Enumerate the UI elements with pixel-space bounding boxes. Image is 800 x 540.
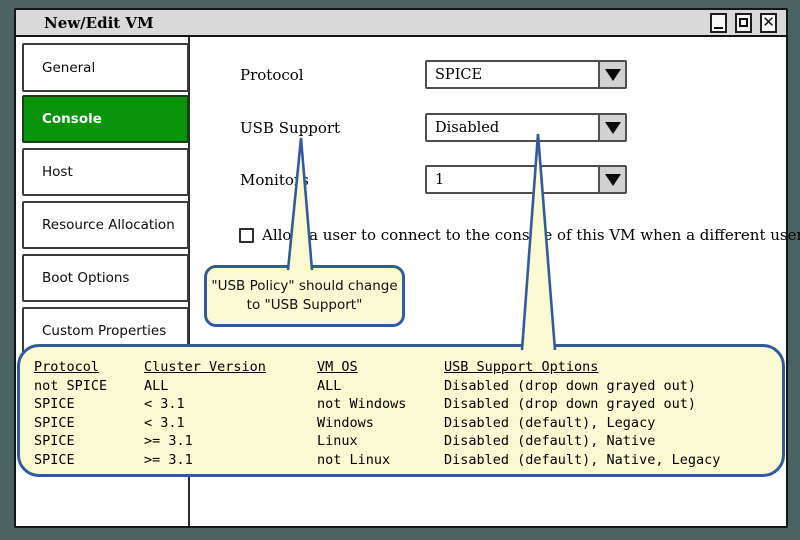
sidebar-divider — [188, 37, 190, 526]
column-header: USB Support Options — [444, 359, 599, 375]
table-cell: not SPICE — [34, 377, 108, 394]
table-cell: < 3.1 — [144, 396, 185, 412]
usb-support-label: USB Support — [240, 118, 341, 137]
table-cell: SPICE — [34, 396, 75, 412]
close-button[interactable]: ✕ — [760, 12, 777, 33]
maximize-icon — [739, 18, 748, 27]
minimize-button[interactable] — [710, 12, 727, 33]
sidebar-item-console[interactable]: Console — [22, 95, 189, 143]
titlebar[interactable]: New/Edit VM ✕ — [16, 10, 786, 37]
column-header: VM OS — [317, 359, 358, 375]
sidebar-item-label: Boot Options — [42, 270, 130, 286]
allow-user-connect-checkbox[interactable] — [239, 227, 254, 243]
table-cell: Disabled (drop down grayed out) — [444, 377, 696, 394]
note-line-2: to "USB Support" — [246, 297, 363, 313]
minimize-icon — [714, 27, 723, 29]
protocol-value: SPICE — [435, 66, 483, 83]
window-title: New/Edit VM — [44, 13, 154, 32]
table-cell: Disabled (default), Legacy — [444, 414, 656, 431]
sidebar-item-label: Resource Allocation — [42, 217, 175, 233]
usb-policy-note-callout: "USB Policy" should change to "USB Suppo… — [204, 265, 405, 327]
column-header: Cluster Version — [144, 359, 266, 375]
note-line-1: "USB Policy" should change — [211, 278, 398, 295]
table-cell: SPICE — [34, 414, 75, 431]
table-cell: Disabled (drop down grayed out) — [444, 396, 696, 412]
monitors-dropdown-button[interactable] — [598, 167, 625, 192]
table-cell: Disabled (default), Native, Legacy — [444, 451, 721, 468]
window-controls: ✕ — [710, 12, 786, 33]
sidebar-item-boot-options[interactable]: Boot Options — [22, 254, 189, 302]
monitors-value: 1 — [435, 171, 445, 188]
table-cell: Linux — [317, 433, 358, 449]
table-cell: ALL — [144, 377, 169, 394]
close-icon: ✕ — [762, 13, 775, 31]
sidebar-item-label: Console — [42, 111, 102, 127]
table-cell: not Windows — [317, 396, 407, 412]
table-cell: not Linux — [317, 451, 391, 468]
protocol-dropdown-button[interactable] — [598, 62, 625, 87]
sidebar-item-general[interactable]: General — [22, 43, 189, 92]
usb-support-matrix-callout: Protocol Cluster Version VM OS USB Suppo… — [17, 344, 785, 477]
chevron-down-icon — [604, 68, 621, 81]
allow-user-connect-row: Allow a user to connect to the console o… — [239, 226, 800, 244]
sidebar-item-resource-allocation[interactable]: Resource Allocation — [22, 201, 189, 249]
usb-support-value: Disabled — [435, 119, 500, 136]
allow-user-connect-label: Allow a user to connect to the console o… — [262, 226, 800, 244]
table-cell: Windows — [317, 414, 374, 431]
table-cell: >= 3.1 — [144, 433, 193, 449]
table-cell: Disabled (default), Native — [444, 433, 656, 449]
table-cell: < 3.1 — [144, 414, 185, 431]
sidebar-item-host[interactable]: Host — [22, 148, 189, 196]
table-cell: SPICE — [34, 451, 75, 468]
table-cell: ALL — [317, 377, 342, 394]
sidebar-item-label: General — [42, 59, 96, 76]
usb-support-dropdown-button[interactable] — [598, 115, 625, 140]
monitors-label: Monitors — [240, 170, 309, 189]
table-cell: >= 3.1 — [144, 451, 193, 468]
sidebar-item-label: Host — [42, 164, 73, 180]
protocol-label: Protocol — [240, 65, 304, 84]
protocol-dropdown[interactable]: SPICE — [425, 60, 627, 89]
column-header: Protocol — [34, 359, 100, 375]
new-edit-vm-window: New/Edit VM ✕ General Console Host Resou… — [14, 8, 800, 528]
chevron-down-icon — [604, 173, 621, 186]
monitors-dropdown[interactable]: 1 — [425, 165, 627, 194]
usb-support-matrix-table: Protocol Cluster Version VM OS USB Suppo… — [34, 358, 772, 469]
sidebar-item-label: Custom Properties — [42, 323, 167, 339]
table-cell: SPICE — [34, 433, 75, 449]
usb-support-dropdown[interactable]: Disabled — [425, 113, 627, 142]
chevron-down-icon — [604, 121, 621, 134]
maximize-button[interactable] — [735, 12, 752, 33]
